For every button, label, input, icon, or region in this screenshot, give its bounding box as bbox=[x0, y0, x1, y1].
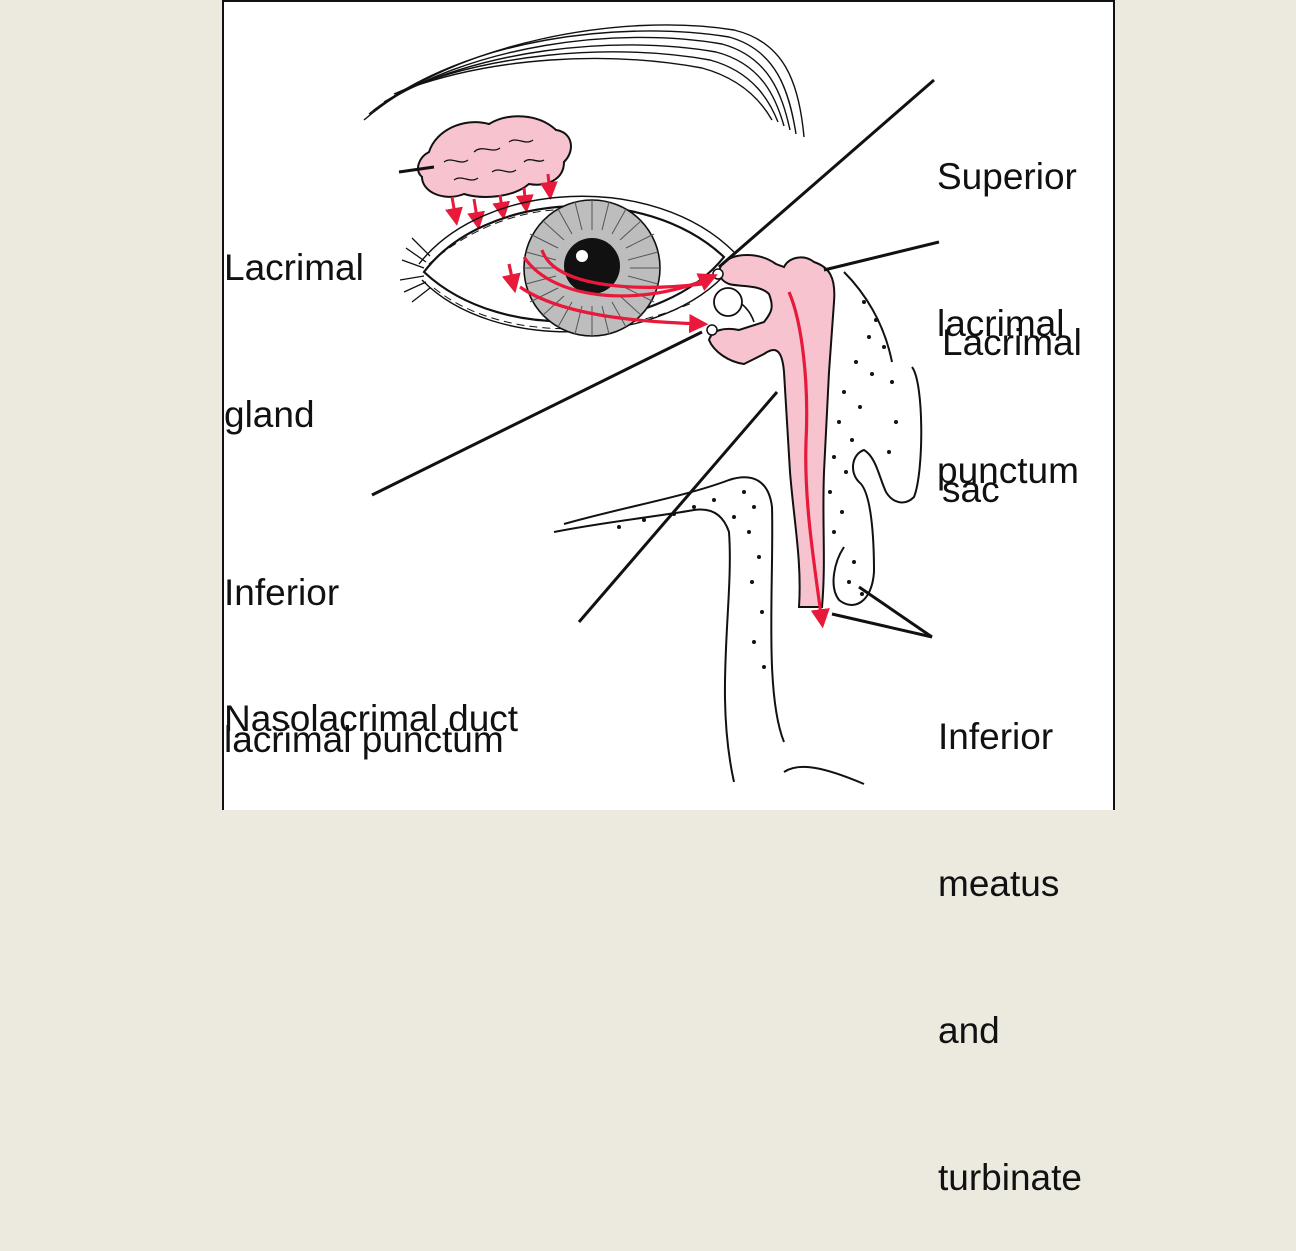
label-line: Superior bbox=[937, 156, 1077, 197]
label-lacrimal-sac: Lacrimal sac bbox=[942, 220, 1082, 563]
label-line: and bbox=[938, 1010, 1000, 1051]
label-inferior-meatus-and-turbinate: Inferior meatus and turbinate bbox=[938, 614, 1082, 1251]
lacrimal-anatomy-illustration bbox=[363, 24, 940, 785]
leader-lacrimal-sac bbox=[823, 240, 940, 272]
label-line: lacrimal punctum bbox=[224, 719, 504, 760]
label-inferior-lacrimal-punctum: Inferior lacrimal punctum bbox=[224, 470, 504, 813]
label-superior-lacrimal-punctum: Superior lacrimal punctum bbox=[937, 54, 1079, 544]
leader-nasolacrimal-duct bbox=[577, 391, 779, 623]
label-lacrimal-gland: Lacrimal gland bbox=[224, 145, 364, 488]
bone-stipple bbox=[617, 300, 898, 669]
inferior-punctum-opening bbox=[706, 324, 718, 336]
leader-inferior-meatus-b bbox=[858, 585, 933, 639]
tear-flow-arrows bbox=[501, 249, 830, 629]
label-nasolacrimal-duct: Nasolacrimal duct bbox=[224, 596, 518, 792]
label-line: lacrimal bbox=[937, 303, 1065, 344]
label-line: Lacrimal bbox=[224, 247, 364, 288]
label-line: punctum bbox=[937, 450, 1079, 491]
nasal-structures bbox=[553, 271, 923, 785]
leader-superior-punctum bbox=[718, 78, 935, 269]
leader-inferior-punctum bbox=[371, 330, 703, 497]
label-line: Lacrimal bbox=[942, 322, 1082, 363]
label-line: Inferior bbox=[938, 716, 1054, 757]
leader-lines bbox=[371, 78, 940, 639]
diagram-panel: Lacrimal gland Superior lacrimal punctum… bbox=[222, 0, 1115, 1198]
label-line: turbinate bbox=[938, 1157, 1082, 1198]
leader-lacrimal-gland bbox=[398, 165, 435, 174]
label-line: Inferior bbox=[224, 572, 340, 613]
gland-secretion-arrows bbox=[445, 173, 558, 230]
eyebrow bbox=[363, 24, 805, 138]
label-line: sac bbox=[942, 469, 1000, 510]
lacrimal-gland-shape bbox=[417, 115, 572, 198]
iris-texture bbox=[524, 200, 660, 336]
label-line: meatus bbox=[938, 863, 1060, 904]
superior-punctum-opening bbox=[712, 268, 724, 280]
eye bbox=[399, 195, 735, 337]
label-line: gland bbox=[224, 394, 315, 435]
label-line: Nasolacrimal duct bbox=[224, 698, 519, 739]
leader-inferior-meatus-a bbox=[831, 612, 933, 639]
